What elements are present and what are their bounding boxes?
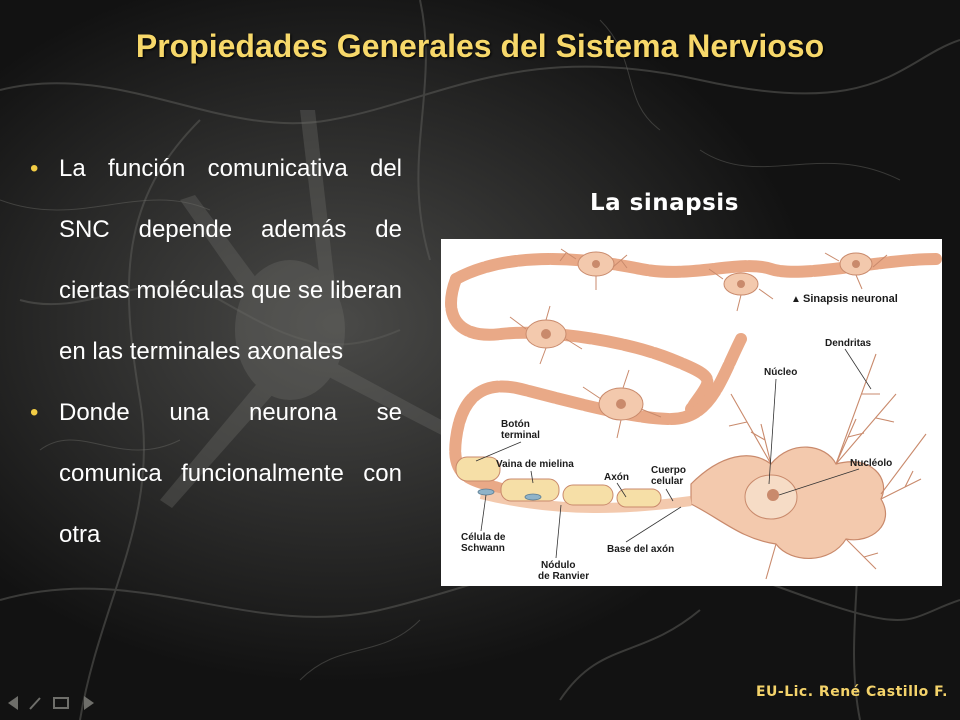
nav-prev-icon[interactable] [8,696,18,710]
label-axon: Axón [604,472,629,483]
label-cuerpo-2: celular [651,476,683,487]
label-cuerpo-1: Cuerpo [651,465,686,476]
label-vaina: Vaina de mielina [496,459,574,470]
footer-author: EU-Lic. René Castillo F. [755,684,948,700]
label-schwann-2: Schwann [461,543,505,554]
bullet-text: Donde una neurona se comunica funcionalm… [59,399,402,548]
label-schwann-1: Célula de [461,532,506,543]
nav-pen-icon[interactable] [29,697,41,710]
synapse-illustration: ▲ Sinapsis neuronal Dendritas Núcleo Bot… [445,248,942,582]
label-nucleolo: Nucléolo [850,458,892,469]
bullet-marker: • [30,399,39,426]
label-boton-1: Botón [501,419,530,430]
bullet-text: La función comunicativa del SNC depende … [59,155,402,365]
label-nodulo-2: de Ranvier [538,571,589,582]
nav-next-icon[interactable] [84,696,94,710]
label-nucleo: Núcleo [764,367,797,378]
diagram-subtitle: La sinapsis [590,190,739,216]
bullet-marker: • [30,155,39,182]
nav-screen-icon[interactable] [53,697,69,709]
label-dendritas: Dendritas [825,338,872,349]
diagram-caption: Sinapsis neuronal [803,293,898,305]
label-boton-2: terminal [501,430,540,441]
caption-arrow-icon: ▲ [791,294,801,305]
label-nodulo-1: Nódulo [541,560,575,571]
bullet-item: • La función comunicativa del SNC depend… [30,138,402,382]
slide-title: Propiedades Generales del Sistema Nervio… [135,28,825,64]
diagram-labels: ▲ Sinapsis neuronal Dendritas Núcleo Bot… [461,293,898,582]
bullet-list: • La función comunicativa del SNC depend… [30,138,402,565]
nav-controls [8,696,94,710]
bullet-item: • Donde una neurona se comunica funciona… [30,382,402,565]
label-base: Base del axón [607,544,674,555]
synapse-diagram: ▲ Sinapsis neuronal Dendritas Núcleo Bot… [441,239,942,586]
